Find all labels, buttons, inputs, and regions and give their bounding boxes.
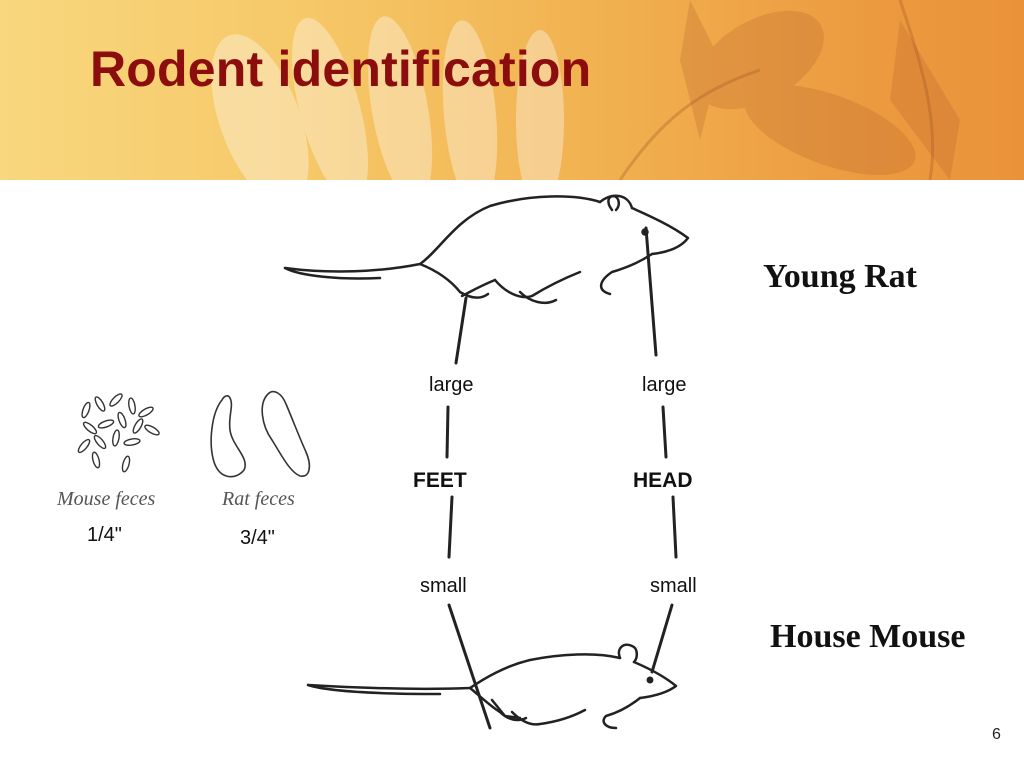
- rat-feces-icon: [210, 390, 311, 478]
- header-texture: [211, 0, 960, 180]
- illustration: [77, 194, 690, 730]
- head-label: HEAD: [633, 469, 693, 492]
- rat-drawing: [283, 194, 690, 304]
- head-bottom-label: small: [650, 575, 697, 597]
- feet-bottom-label: small: [420, 575, 467, 597]
- mouse-feces-size: 1/4": [87, 524, 122, 546]
- head-top-label: large: [642, 374, 687, 396]
- feet-label: FEET: [413, 469, 467, 492]
- mouse-feces-caption: Mouse feces: [57, 488, 156, 510]
- house-mouse-label: House Mouse: [770, 618, 966, 655]
- feet-top-label: large: [429, 374, 474, 396]
- mouse-feces-icon: [77, 393, 160, 473]
- mouse-drawing: [306, 643, 678, 730]
- rat-feces-size: 3/4": [240, 527, 275, 549]
- young-rat-label: Young Rat: [763, 258, 917, 295]
- page-number: 6: [992, 726, 1001, 743]
- comparison-lines: [445, 226, 678, 730]
- slide-title: Rodent identification: [90, 41, 592, 97]
- header-banner: Rodent identification: [0, 0, 1024, 180]
- rat-feces-caption: Rat feces: [222, 488, 295, 510]
